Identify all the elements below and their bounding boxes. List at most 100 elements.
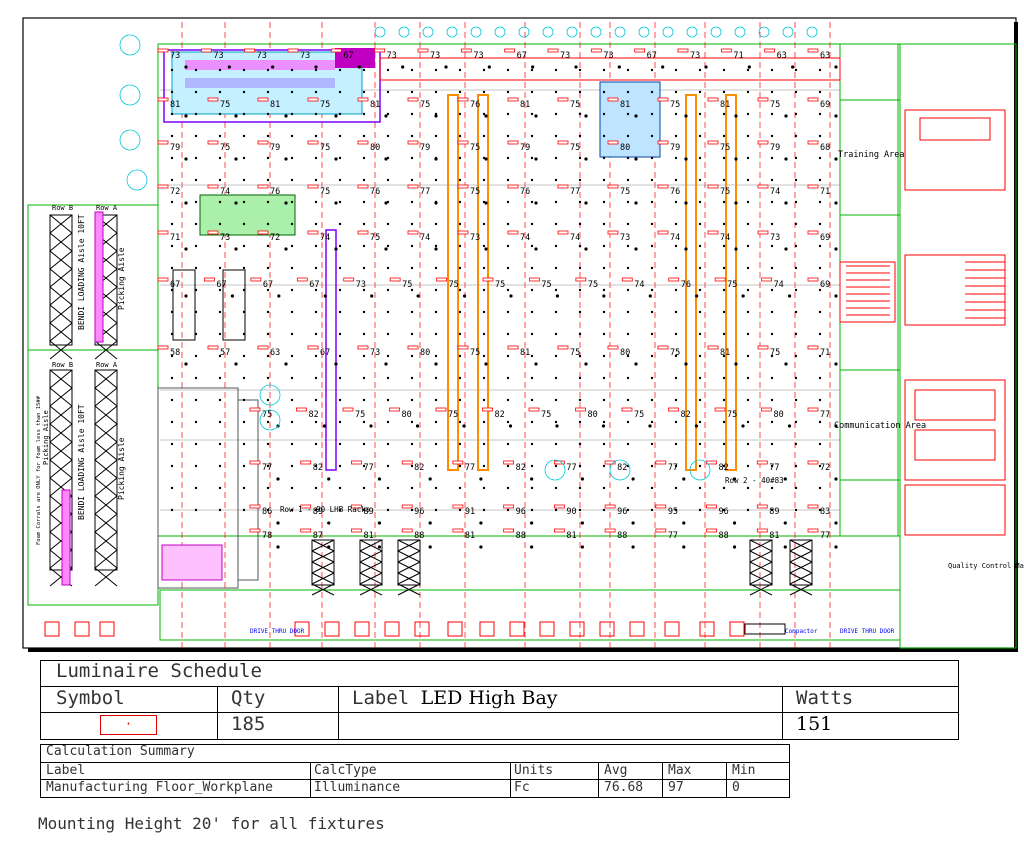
calc-point xyxy=(674,332,678,336)
fixture-mark xyxy=(528,407,540,412)
calc-point xyxy=(338,464,342,468)
calc-point xyxy=(506,288,510,292)
calc-point xyxy=(674,376,678,380)
calc-point xyxy=(554,442,558,446)
calc-point xyxy=(722,420,726,424)
illuminance-value: 81 xyxy=(465,531,475,541)
calc-point xyxy=(434,288,438,292)
calc-point xyxy=(338,156,342,160)
fixture-mark xyxy=(401,460,413,465)
calc-point xyxy=(410,354,414,358)
luminaire-symbol-dot: · xyxy=(124,717,133,731)
illuminance-value: 73 xyxy=(770,233,780,243)
calc-point xyxy=(746,420,750,424)
illuminance-value: 80 xyxy=(620,348,630,358)
calc-point xyxy=(484,247,488,251)
fixture-mark xyxy=(807,184,819,189)
calc-point xyxy=(362,244,366,248)
illuminance-value: 63 xyxy=(820,51,830,61)
rack-brace xyxy=(94,459,118,479)
dock-brace xyxy=(311,539,335,552)
calc-point xyxy=(314,486,318,490)
calc-point xyxy=(218,134,222,138)
illuminance-value: 82 xyxy=(313,463,323,473)
calc-point xyxy=(290,156,294,160)
calc-point xyxy=(458,222,462,226)
door-marker xyxy=(44,621,60,637)
calc-point xyxy=(266,508,270,512)
calc-point xyxy=(410,508,414,512)
calc-point xyxy=(626,222,630,226)
calc-point xyxy=(554,134,558,138)
calc-point xyxy=(362,222,366,226)
calc-point xyxy=(266,398,270,402)
fixture-mark xyxy=(707,140,719,145)
illuminance-value: 75 xyxy=(220,143,230,153)
calc-point xyxy=(650,244,654,248)
calc-point xyxy=(746,134,750,138)
dock-brace xyxy=(749,539,773,552)
calc-point xyxy=(674,354,678,358)
calc-point xyxy=(434,244,438,248)
calc-point xyxy=(458,376,462,380)
rack-brace xyxy=(94,405,118,425)
calc-point xyxy=(794,486,798,490)
calc-point xyxy=(184,247,188,251)
calc-point xyxy=(284,362,288,366)
calc-point xyxy=(482,68,486,72)
illuminance-value: 75 xyxy=(720,143,730,153)
illuminance-value: 74 xyxy=(520,233,530,243)
calc-point xyxy=(698,310,702,314)
calc-point xyxy=(458,464,462,468)
calc-point xyxy=(484,157,488,161)
column-marker xyxy=(259,409,281,431)
calc-point xyxy=(722,266,726,270)
fixture-mark xyxy=(157,230,169,235)
calc-point xyxy=(479,545,483,549)
fixture-mark xyxy=(401,528,413,533)
illuminance-value: 76 xyxy=(470,100,480,110)
illuminance-value: 78 xyxy=(262,531,272,541)
fixture-mark xyxy=(557,230,569,235)
illuminance-value: 79 xyxy=(420,143,430,153)
calc-point xyxy=(194,68,198,72)
calc-point xyxy=(794,288,798,292)
calc-point xyxy=(661,65,665,69)
fixture-mark xyxy=(257,97,269,102)
calc-point xyxy=(506,156,510,160)
fixture-mark xyxy=(307,230,319,235)
calc-point xyxy=(194,508,198,512)
rack-brace xyxy=(49,369,73,389)
illuminance-value: 87 xyxy=(313,531,323,541)
fixture-mark xyxy=(657,230,669,235)
calc-point xyxy=(314,310,318,314)
calc-point xyxy=(170,486,174,490)
calc-point xyxy=(194,332,198,336)
calc-point xyxy=(578,464,582,468)
calc-point xyxy=(416,294,420,298)
rack-brace xyxy=(49,423,73,443)
calc-point xyxy=(698,178,702,182)
fixture-mark xyxy=(249,407,261,412)
calc-point xyxy=(428,545,432,549)
dock-brace xyxy=(789,550,813,563)
illuminance-value: 75 xyxy=(370,233,380,243)
illuminance-value: 69 xyxy=(820,233,830,243)
calc-point xyxy=(698,222,702,226)
illuminance-value: 81 xyxy=(720,100,730,110)
illuminance-value: 75 xyxy=(541,410,551,420)
fixture-mark xyxy=(457,97,469,102)
illuminance-value: 79 xyxy=(170,143,180,153)
fixture-mark xyxy=(575,407,586,412)
calc-point xyxy=(722,112,726,116)
calc-point xyxy=(410,156,414,160)
calc-point xyxy=(194,200,198,204)
calc-point xyxy=(482,310,486,314)
door-marker xyxy=(479,621,495,637)
dock-brace xyxy=(359,561,383,574)
calc-point xyxy=(434,508,438,512)
illuminance-value: 75 xyxy=(670,100,680,110)
calc-point xyxy=(314,420,318,424)
fixture-mark xyxy=(157,184,169,189)
rack-brace xyxy=(49,477,73,497)
